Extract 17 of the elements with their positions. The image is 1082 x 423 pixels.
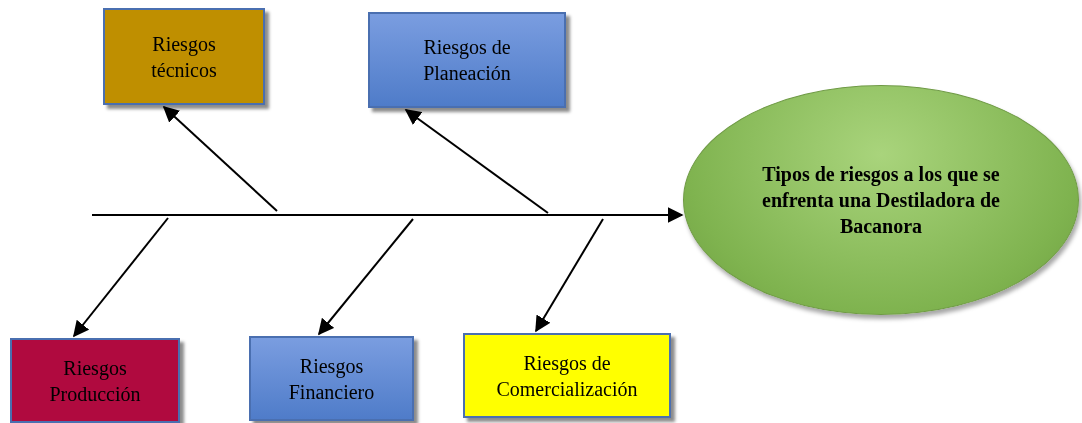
category-label: Riesgos de Comercialización [495,350,639,402]
arrow [162,105,278,212]
category-box [10,338,180,423]
category-label: Riesgos técnicos [150,31,218,83]
category-label: Riesgos Financiero [287,353,376,405]
category-label: Riesgos Producción [48,355,142,407]
category-box [249,336,414,421]
category-box [463,333,671,418]
arrow [318,218,414,336]
category-box [368,12,566,108]
arrow [535,218,604,333]
topic-title: Tipos de riesgos a los que se enfrenta una Destiladora de Bacanora [761,162,1001,239]
arrow [73,217,169,338]
category-label: Riesgos de Planeación [422,35,512,86]
spine-arrow [91,207,684,223]
category-box [103,8,265,105]
arrow [404,109,549,214]
